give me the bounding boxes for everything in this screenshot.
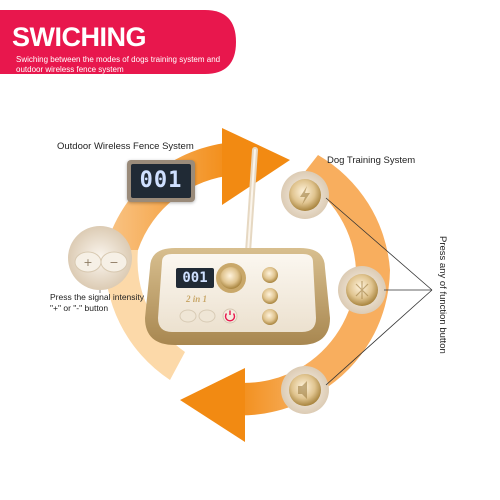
title-banner: SWICHING Swiching between the modes of d…	[0, 10, 238, 74]
function-button-text: Press any of function button	[437, 236, 448, 354]
zoom-lcd-value: 001	[131, 164, 191, 198]
lightning-icon	[300, 186, 310, 205]
function-button-1	[281, 171, 329, 219]
callout-lines	[325, 197, 433, 386]
arrow-bottom-head	[180, 368, 245, 442]
signal-intensity-note: Press the signal intensity "+" or "-" bu…	[50, 292, 144, 313]
arrow-left-arc	[104, 250, 185, 380]
banner-shape	[0, 10, 236, 74]
function-button-label: Press any of function button	[436, 236, 448, 366]
banner-title: SWICHING	[12, 22, 147, 52]
banner-subtitle: Swiching between the modes of dogs train…	[16, 55, 221, 74]
fence-system-label: Outdoor Wireless Fence System	[57, 141, 194, 152]
training-system-label: Dog Training System	[327, 155, 416, 166]
plus-minus-panel: + −	[68, 226, 132, 290]
function-button-3	[281, 366, 329, 414]
signal-note-line2: "+" or "-" button	[50, 302, 109, 313]
speaker-icon	[298, 381, 307, 399]
vibration-icon	[355, 281, 369, 299]
signal-note-line1: Press the signal intensity	[50, 292, 145, 302]
zoom-lcd: 001	[127, 160, 195, 202]
device-logo: 2 in 1	[186, 294, 208, 304]
device-lcd: 001	[176, 268, 214, 288]
function-button-2	[338, 266, 386, 314]
minus-icon: −	[109, 256, 118, 269]
plus-icon: +	[83, 256, 92, 269]
power-icon	[224, 313, 236, 322]
arrow-right-arc	[300, 155, 390, 392]
transmitter-device	[145, 248, 330, 345]
